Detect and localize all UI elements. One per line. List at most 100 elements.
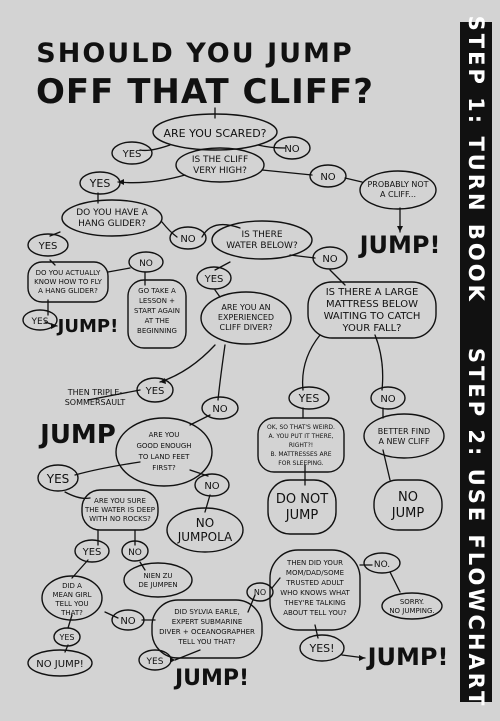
shape-no-jumpola bbox=[166, 507, 244, 553]
node-line: MOM/DAD/SOME bbox=[286, 569, 344, 577]
instruction-sidebar bbox=[460, 22, 492, 702]
node-line: NO bbox=[398, 490, 418, 505]
node-line: A HANG GLIDER? bbox=[38, 287, 98, 295]
shape-yes-4 bbox=[22, 309, 58, 331]
node-line: SORRY. bbox=[400, 598, 424, 606]
shape-take-lesson bbox=[127, 279, 187, 349]
node-line: NO bbox=[322, 254, 337, 265]
shape-nien bbox=[123, 562, 193, 598]
shape-no-3 bbox=[169, 226, 207, 250]
node-line: LESSON + bbox=[139, 297, 175, 305]
node-line: YES bbox=[89, 177, 111, 190]
node-line: JUMP bbox=[38, 420, 116, 450]
node-line: NO bbox=[180, 234, 195, 245]
shape-no-4 bbox=[128, 251, 164, 273]
node-line: FIRST? bbox=[152, 464, 176, 472]
shape-no-12 bbox=[363, 552, 401, 574]
shape-no-jump-1 bbox=[373, 479, 443, 531]
node-line: A CLIFF... bbox=[380, 190, 416, 199]
node-line: CLIFF DIVER? bbox=[220, 323, 273, 332]
node-no-8: NO bbox=[204, 481, 219, 492]
shape-no-7 bbox=[370, 386, 406, 410]
node-no-1: NO bbox=[284, 144, 299, 155]
shape-is-cliff-high bbox=[175, 147, 265, 183]
node-line: KNOW HOW TO FLY bbox=[34, 278, 102, 286]
shape-sylvia bbox=[151, 599, 263, 659]
arrowhead bbox=[359, 655, 365, 661]
shape-are-you-scared bbox=[152, 113, 278, 151]
node-no-9: NO bbox=[128, 548, 142, 558]
shape-good-enough bbox=[115, 417, 213, 487]
node-line: ABOUT TELL YOU? bbox=[283, 609, 347, 617]
node-line: EXPERIENCED bbox=[218, 313, 274, 322]
shape-no-5 bbox=[312, 246, 348, 270]
shape-weird bbox=[257, 417, 345, 473]
node-jump-4: JUMP! bbox=[173, 666, 249, 691]
node-line: TELL YOU THAT? bbox=[177, 638, 236, 646]
node-line: HANG GLIDER? bbox=[78, 219, 146, 229]
node-no-12: NO. bbox=[374, 560, 390, 570]
node-line: YES bbox=[298, 392, 320, 405]
node-yes-6: YES bbox=[145, 386, 165, 397]
node-are-you-scared: ARE YOU SCARED? bbox=[163, 127, 266, 140]
shape-water-below bbox=[211, 220, 313, 260]
node-no-2: NO bbox=[320, 172, 335, 183]
node-line: ARE YOU SCARED? bbox=[163, 127, 266, 140]
node-line: DO YOU HAVE A bbox=[76, 208, 148, 218]
shape-yes-7 bbox=[288, 386, 330, 410]
node-line: EXPERT SUBMARINE bbox=[172, 618, 243, 626]
shape-no-jump-2 bbox=[27, 649, 93, 677]
node-line: ARE YOU bbox=[149, 431, 180, 439]
node-yes-4: YES bbox=[31, 317, 49, 327]
shape-find-cliff bbox=[363, 413, 445, 459]
node-yes-12: YES! bbox=[308, 642, 334, 655]
node-line: JUMP bbox=[391, 506, 425, 521]
node-line: WATER BELOW? bbox=[226, 241, 298, 251]
node-line: THE WATER IS DEEP bbox=[84, 506, 155, 514]
node-line: JUMPOLA bbox=[177, 530, 233, 544]
node-line: IS THE CLIFF bbox=[192, 155, 248, 165]
node-line: ARE YOU SURE bbox=[94, 497, 146, 505]
shape-mean-girl bbox=[41, 575, 103, 621]
shape-know-fly bbox=[27, 261, 109, 303]
node-line: SOMMERSAULT bbox=[65, 398, 126, 407]
shape-yes-12 bbox=[299, 634, 345, 662]
shape-no-10 bbox=[111, 609, 145, 631]
shape-yes-10 bbox=[53, 627, 81, 647]
node-yes-1: YES bbox=[122, 149, 142, 160]
node-jump-2: JUMP! bbox=[56, 316, 119, 337]
node-line: DID A bbox=[62, 582, 82, 590]
node-line: WITH NO ROCKS? bbox=[89, 515, 151, 523]
node-weird: OK, SO THAT'S WEIRD.A. YOU PUT IT THERE,… bbox=[267, 424, 335, 467]
node-line: NO bbox=[380, 394, 395, 405]
node-line: TO LAND FEET bbox=[138, 453, 191, 461]
node-line: AT THE bbox=[145, 317, 170, 325]
node-triple: THEN TRIPLE-SOMMERSAULT bbox=[65, 388, 126, 407]
shape-hang-glider bbox=[61, 199, 163, 237]
node-line: NO bbox=[320, 172, 335, 183]
title-line-2: OFF THAT CLIFF? bbox=[36, 72, 374, 112]
node-no-5: NO bbox=[322, 254, 337, 265]
node-line: NO bbox=[128, 548, 142, 558]
shape-sorry bbox=[381, 592, 443, 620]
node-line: YOUR FALL? bbox=[341, 323, 401, 334]
shape-yes-8 bbox=[37, 464, 79, 492]
node-line: WHO KNOWS WHAT bbox=[280, 589, 350, 597]
node-sorry: SORRY.NO JUMPING. bbox=[389, 598, 434, 615]
node-line: JUMP bbox=[285, 508, 319, 523]
node-line: YES bbox=[82, 547, 102, 558]
node-line: MEAN GIRL bbox=[53, 591, 92, 599]
shape-mattress bbox=[307, 281, 437, 339]
